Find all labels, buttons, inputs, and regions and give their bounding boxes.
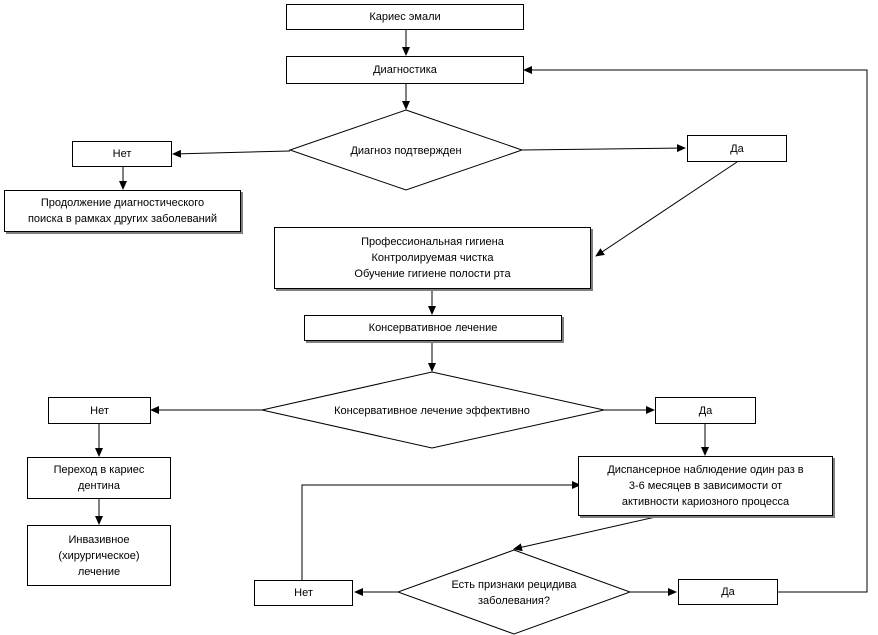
arrow-dispensary-to-recurrence xyxy=(513,515,661,552)
diamond-recurrence xyxy=(396,549,632,635)
node-diagnostics: Диагностика xyxy=(286,56,524,84)
node-invasive-line-2: (хирургическое) xyxy=(58,549,140,562)
node-no-1-label: Нет xyxy=(112,148,132,160)
decision-recurrence: Есть признаки рецидива заболевания? xyxy=(434,576,594,610)
node-caries-enamel-label: Кариес эмали xyxy=(369,11,441,23)
node-caries-enamel: Кариес эмали xyxy=(286,4,524,30)
node-hygiene: Профессиональная гигиена Контролируемая … xyxy=(274,227,591,289)
node-no-1: Нет xyxy=(72,141,172,167)
node-dentin-transition-line-1: Переход в кариес xyxy=(53,464,145,476)
node-yes-2: Да xyxy=(655,397,756,424)
decision-recurrence-line-2: заболевания? xyxy=(477,595,550,607)
node-continue-search: Продолжение диагностического поиска в ра… xyxy=(4,190,241,232)
decision-diagnosis-confirmed: Диагноз подтвержден xyxy=(316,142,496,160)
node-yes-3-label: Да xyxy=(721,586,735,598)
node-yes-2-label: Да xyxy=(698,404,713,417)
node-yes-1: Да xyxy=(687,135,787,162)
node-dentin-transition: Переход в кариес дентина xyxy=(27,457,171,499)
node-invasive-line-1: Инвазивное xyxy=(68,533,130,546)
node-conservative-label: Консервативное лечение xyxy=(368,322,498,334)
node-no-2: Нет xyxy=(48,397,151,424)
arrow-yes3-to-diagnostics xyxy=(523,66,868,593)
decision-recurrence-line-1: Есть признаки рецидива xyxy=(451,579,577,591)
node-no-2-label: Нет xyxy=(90,404,109,417)
node-continue-search-line-1: Продолжение диагностического xyxy=(40,197,205,209)
node-dispensary: Диспансерное наблюдение один раз в 3-6 м… xyxy=(578,456,833,516)
arrow-no3-to-dispensary xyxy=(301,481,581,580)
diamond-conservative-effective xyxy=(261,371,605,449)
node-hygiene-line-3: Обучение гигиене полости рта xyxy=(354,268,511,280)
node-continue-search-line-2: поиска в рамках других заболеваний xyxy=(27,213,218,225)
node-no-3-label: Нет xyxy=(294,587,313,599)
node-conservative: Консервативное лечение xyxy=(304,315,562,341)
node-dentin-transition-line-2: дентина xyxy=(77,480,120,492)
node-no-3: Нет xyxy=(254,580,353,606)
arrow-decision-to-no1 xyxy=(172,149,291,158)
node-dispensary-line-3: активности кариозного процесса xyxy=(621,496,790,508)
node-invasive-line-3: лечение xyxy=(77,565,121,578)
node-yes-3: Да xyxy=(678,579,778,605)
node-hygiene-line-2: Контролируемая чистка xyxy=(371,252,494,264)
node-hygiene-line-1: Профессиональная гигиена xyxy=(361,236,504,248)
decision-diagnosis-confirmed-label: Диагноз подтвержден xyxy=(350,145,462,157)
node-dispensary-line-1: Диспансерное наблюдение один раз в xyxy=(607,464,804,476)
arrow-decision-to-yes1 xyxy=(521,144,686,153)
arrow-yes1-to-hygiene xyxy=(595,161,738,257)
node-diagnostics-label: Диагностика xyxy=(373,64,437,76)
decision-conservative-effective-label: Консервативное лечение эффективно xyxy=(334,405,530,417)
decision-conservative-effective: Консервативное лечение эффективно xyxy=(302,402,562,420)
diamond-diagnosis-confirmed xyxy=(288,109,524,191)
node-dispensary-line-2: 3-6 месяцев в зависимости от xyxy=(628,480,783,492)
node-yes-1-label: Да xyxy=(730,142,744,155)
node-invasive: Инвазивное (хирургическое) лечение xyxy=(27,525,171,586)
